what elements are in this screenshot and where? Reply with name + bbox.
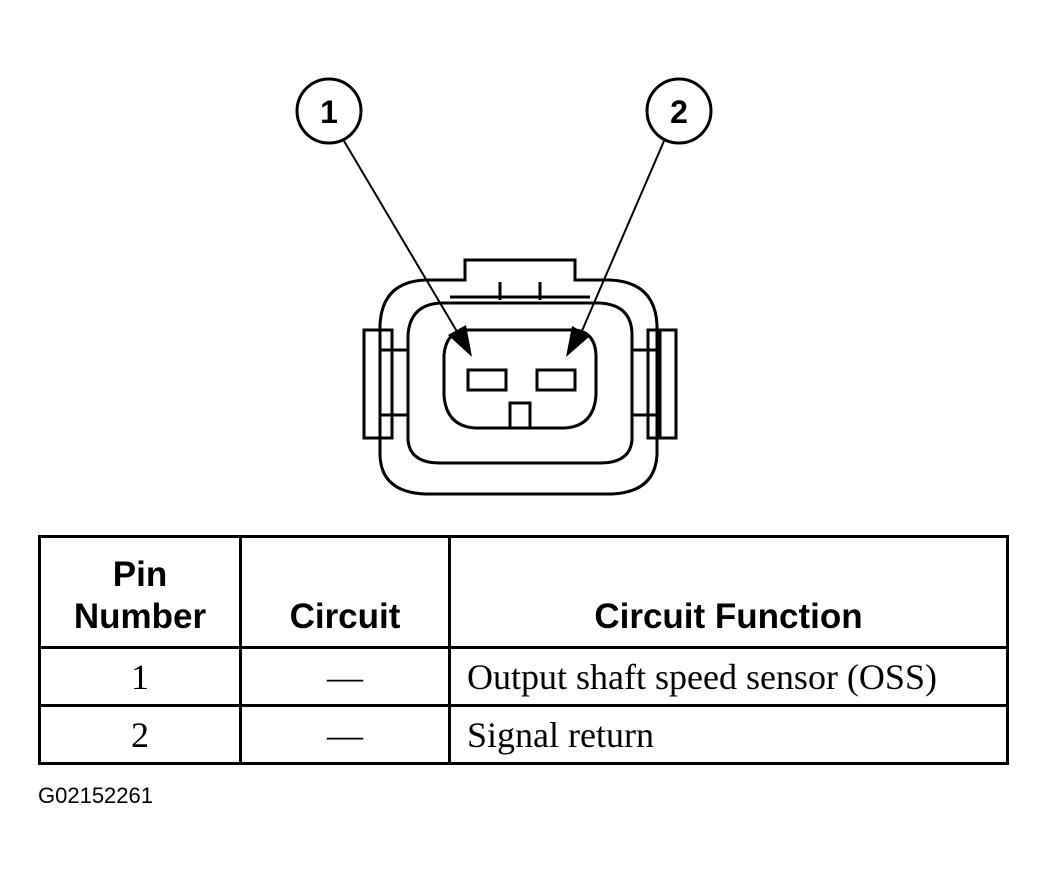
- left-side-tab: [362, 328, 394, 440]
- arrow-head-2: [566, 326, 590, 357]
- callout-1-circle: [295, 77, 363, 145]
- connector-key: [508, 401, 532, 430]
- circuit-cell: —: [239, 704, 451, 765]
- pin-number-cell: 1: [38, 646, 242, 707]
- circuit-cell: —: [239, 646, 451, 707]
- table-header-row: Pin Number Circuit Circuit Function: [38, 535, 1009, 649]
- header-pin-number: Pin Number: [38, 535, 242, 649]
- connector-diagram: 1 2: [295, 77, 713, 496]
- right-side-tab: [646, 328, 678, 440]
- figure-id-caption: G02152261: [38, 783, 153, 808]
- circuit-function-cell: Output shaft speed sensor (OSS): [448, 646, 1009, 707]
- pin-2-terminal: [535, 368, 577, 392]
- table-row: 1 — Output shaft speed sensor (OSS): [38, 646, 1009, 707]
- connector-inner-shell: [406, 301, 634, 465]
- callout-2-circle: [645, 77, 713, 145]
- pin-1-terminal: [466, 368, 508, 392]
- pin-table: Pin Number Circuit Circuit Function 1 — …: [38, 535, 1009, 765]
- connector-body: [378, 258, 659, 496]
- arrow-head-1: [448, 325, 472, 357]
- terminal-cavity: [442, 328, 598, 430]
- callout-2-label: 2: [670, 94, 688, 130]
- circuit-function-cell: Signal return: [448, 704, 1009, 765]
- callout-1-label: 1: [320, 94, 338, 130]
- header-circuit: Circuit: [239, 535, 451, 649]
- leader-line-2: [577, 140, 665, 341]
- table-row: 2 — Signal return: [38, 704, 1009, 765]
- leader-line-1: [343, 140, 463, 341]
- header-circuit-function: Circuit Function: [448, 535, 1009, 649]
- pin-number-cell: 2: [38, 704, 242, 765]
